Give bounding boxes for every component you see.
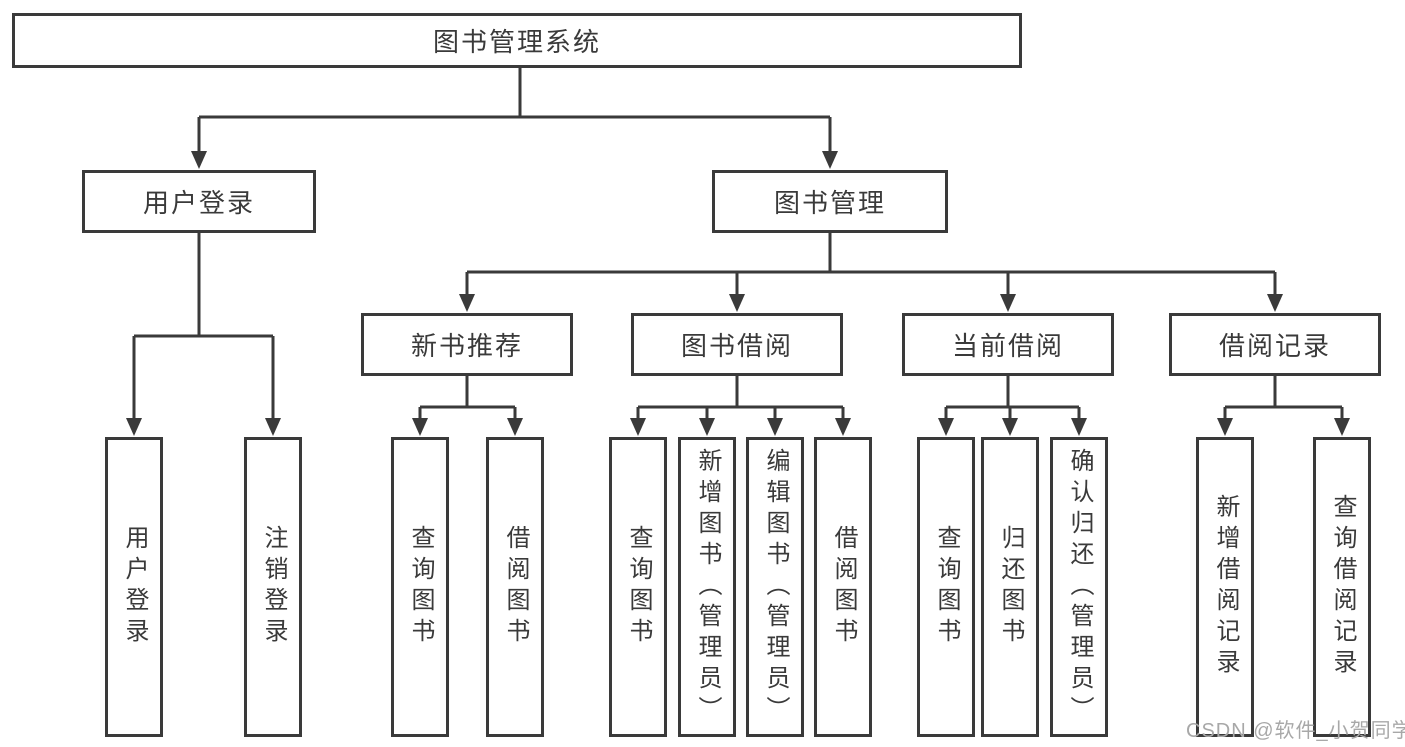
arrowhead: [1267, 294, 1283, 312]
arrowhead: [835, 418, 851, 436]
arrowhead: [1002, 418, 1018, 436]
edge-root-to-level2: [197, 68, 832, 152]
node-borrowing-records: 借阅记录: [1169, 313, 1381, 376]
leaf-nbr-query-books: 查询图书: [391, 437, 449, 737]
arrowhead: [822, 151, 838, 169]
arrowhead: [699, 418, 715, 436]
leaf-cb-return-books-label: 归还图书: [997, 525, 1024, 649]
leaf-br-add-record: 新增借阅记录: [1196, 437, 1254, 737]
edge-userlogin-to-leaves: [132, 233, 275, 419]
leaf-cb-confirm-return-admin-label: 确认归还（管理员）: [1066, 447, 1093, 727]
connector-strokes: [132, 68, 1344, 419]
leaf-nbr-borrow-books-label: 借阅图书: [502, 525, 529, 649]
node-root: 图书管理系统: [12, 13, 1022, 68]
leaf-user-login-label: 用户登录: [121, 525, 148, 649]
leaf-bb-query-books: 查询图书: [609, 437, 667, 737]
arrowhead: [265, 418, 281, 436]
leaf-bb-edit-books-admin-label: 编辑图书（管理员）: [762, 447, 789, 727]
leaf-bb-borrow-books: 借阅图书: [814, 437, 872, 737]
arrowhead: [459, 294, 475, 312]
node-current-borrowing: 当前借阅: [902, 313, 1114, 376]
edge-newbookrec-to-leaves: [418, 376, 517, 419]
leaf-nbr-borrow-books: 借阅图书: [486, 437, 544, 737]
edge-currentborrow-to-leaves: [944, 376, 1081, 419]
arrowhead: [1000, 294, 1016, 312]
arrowhead: [938, 418, 954, 436]
arrowhead: [767, 418, 783, 436]
leaf-nbr-query-books-label: 查询图书: [407, 525, 434, 649]
leaf-bb-query-books-label: 查询图书: [625, 525, 652, 649]
edge-borrowrecords-to-leaves: [1223, 376, 1344, 419]
node-new-book-recommend: 新书推荐: [361, 313, 573, 376]
arrowhead: [1334, 418, 1350, 436]
arrowhead: [412, 418, 428, 436]
leaf-cb-return-books: 归还图书: [981, 437, 1039, 737]
edge-bookborrow-to-leaves: [636, 376, 845, 419]
node-new-book-recommend-label: 新书推荐: [410, 331, 523, 361]
arrowhead: [507, 418, 523, 436]
node-root-label: 图书管理系统: [432, 27, 601, 57]
node-book-management: 图书管理: [712, 170, 948, 233]
leaf-br-query-record: 查询借阅记录: [1313, 437, 1371, 737]
leaf-bb-borrow-books-label: 借阅图书: [830, 525, 857, 649]
arrowhead: [1217, 418, 1233, 436]
leaf-logout-login-label: 注销登录: [260, 525, 287, 649]
leaf-logout-login: 注销登录: [244, 437, 302, 737]
leaf-br-add-record-label: 新增借阅记录: [1212, 494, 1239, 680]
node-book-management-label: 图书管理: [773, 188, 886, 218]
arrowhead: [729, 294, 745, 312]
node-borrowing-records-label: 借阅记录: [1218, 331, 1331, 361]
leaf-cb-confirm-return-admin: 确认归还（管理员）: [1050, 437, 1108, 737]
arrowhead: [1071, 418, 1087, 436]
node-book-borrowing-label: 图书借阅: [680, 331, 793, 361]
node-user-login-label: 用户登录: [142, 188, 255, 218]
leaf-bb-add-books-admin-label: 新增图书（管理员）: [694, 447, 721, 727]
leaf-user-login: 用户登录: [105, 437, 163, 737]
leaf-bb-edit-books-admin: 编辑图书（管理员）: [746, 437, 804, 737]
node-book-borrowing: 图书借阅: [631, 313, 843, 376]
arrowheads: [126, 151, 1350, 436]
leaf-bb-add-books-admin: 新增图书（管理员）: [678, 437, 736, 737]
arrowhead: [126, 418, 142, 436]
node-current-borrowing-label: 当前借阅: [951, 331, 1064, 361]
node-user-login: 用户登录: [82, 170, 316, 233]
edge-bookmgmt-to-level3: [465, 233, 1277, 295]
arrowhead: [630, 418, 646, 436]
csdn-watermark: CSDN @软件_小贺同学: [1186, 720, 1405, 742]
arrowhead: [191, 151, 207, 169]
leaf-cb-query-books: 查询图书: [917, 437, 975, 737]
leaf-br-query-record-label: 查询借阅记录: [1329, 494, 1356, 680]
leaf-cb-query-books-label: 查询图书: [933, 525, 960, 649]
